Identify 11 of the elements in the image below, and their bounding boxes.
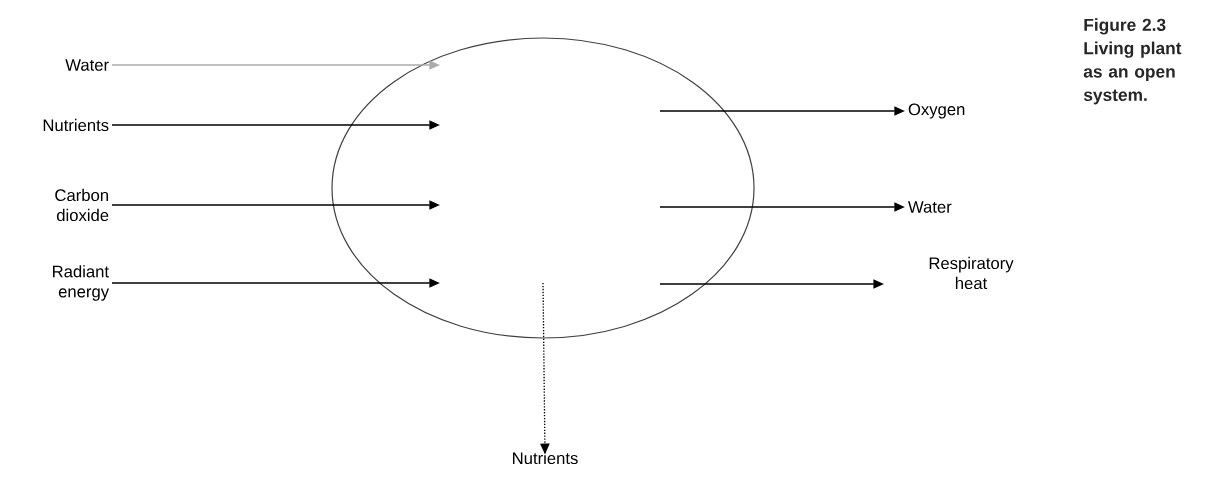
label-text: Oxygen	[908, 103, 965, 119]
label-text: Nutrients	[43, 118, 109, 132]
label-text: Water	[65, 59, 109, 71]
label-text: Nutrients	[513, 451, 578, 465]
figure-caption: Figure 2.3 Living plant as an open system.	[1083, 18, 1182, 105]
label-text: Radiant energy	[53, 265, 110, 301]
label-text: Water	[908, 201, 952, 213]
label-text: Respiratory heat	[929, 256, 1014, 290]
arrow	[659, 279, 884, 289]
label-text: Carbon dioxide	[55, 188, 109, 222]
ellipse-system	[331, 37, 755, 339]
